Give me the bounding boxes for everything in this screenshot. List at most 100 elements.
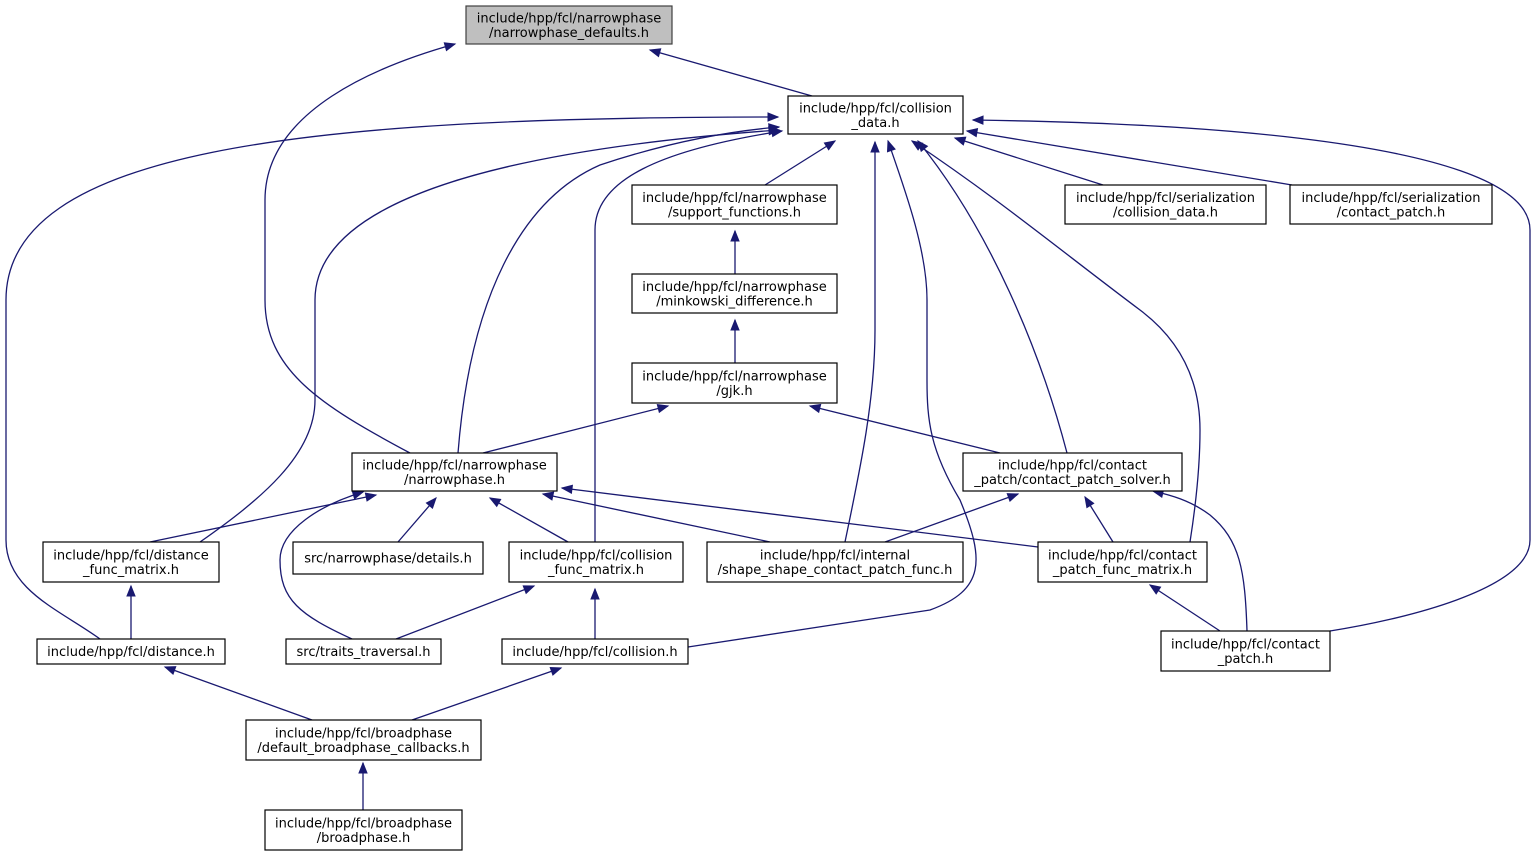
node-box [706, 541, 964, 583]
file-node-n19[interactable]: include/hpp/fcl/broadphase/broadphase.h [264, 809, 463, 851]
edge-n18-to-n16 [411, 666, 563, 721]
arrowhead [541, 491, 555, 501]
file-node-n10[interactable]: src/narrowphase/details.h [292, 541, 484, 575]
arrowhead [910, 140, 924, 151]
node-label-line: /support_functions.h [668, 205, 801, 220]
edge-n1-to-n0 [648, 48, 813, 97]
node-label-line: /narrowphase.h [404, 473, 505, 488]
file-node-n18[interactable]: include/hpp/fcl/broadphase/default_broad… [245, 719, 482, 761]
file-node-n4[interactable]: include/hpp/fcl/serialization/collision_… [1064, 184, 1267, 225]
arrowhead [767, 112, 780, 122]
arrowhead [560, 484, 574, 494]
file-node-n9[interactable]: include/hpp/fcl/distance_func_matrix.h [42, 541, 220, 583]
node-label-line: _patch_func_matrix.h [1052, 563, 1192, 578]
node-box [36, 638, 226, 665]
arrowhead [770, 127, 784, 138]
edge-n8-to-n1 [917, 139, 1068, 454]
file-node-n13[interactable]: include/hpp/fcl/contact_patch_func_matri… [1037, 541, 1208, 583]
file-node-n16[interactable]: include/hpp/fcl/collision.h [501, 638, 689, 665]
file-node-n5[interactable]: include/hpp/fcl/serialization/contact_pa… [1289, 184, 1493, 225]
node-label-line: include/hpp/fcl/narrowphase [477, 11, 662, 26]
file-node-n15[interactable]: src/traits_traversal.h [285, 638, 442, 665]
node-label-line: include/hpp/fcl/collision.h [512, 645, 677, 660]
node-label-line: include/hpp/fcl/contact [1171, 637, 1320, 652]
file-node-n17[interactable]: include/hpp/fcl/contact_patch.h [1160, 630, 1331, 672]
node-label-line: /gjk.h [716, 384, 752, 399]
edge-n18-to-n14 [163, 666, 313, 721]
node-label-line: /narrowphase_defaults.h [489, 26, 649, 41]
edge-line [649, 49, 813, 97]
edge-layer [5, 42, 1531, 810]
node-label-line: include/hpp/fcl/contact [998, 458, 1147, 473]
node-label-line: /shape_shape_contact_patch_func.h [718, 563, 953, 578]
edge-line [954, 137, 1104, 186]
arrowhead [364, 492, 378, 502]
edge-line [489, 497, 569, 543]
node-label-line: include/hpp/fcl/distance [53, 548, 208, 563]
edge-line [972, 119, 1531, 632]
edge-n13-to-n8 [1084, 495, 1114, 543]
node-label-line: src/traits_traversal.h [297, 645, 431, 660]
edge-line [764, 140, 836, 186]
node-label-line: _patch.h [1217, 652, 1274, 667]
edge-n9-to-n2 [149, 492, 378, 543]
node-label-line: _data.h [850, 116, 899, 131]
node-label-line: include/hpp/fcl/serialization [1302, 191, 1481, 206]
file-node-n0[interactable]: include/hpp/fcl/narrowphase/narrowphase_… [465, 5, 673, 45]
edge-line [844, 142, 876, 543]
arrowhead [590, 587, 600, 600]
node-box [42, 541, 220, 583]
edge-n4-to-n1 [953, 136, 1104, 186]
node-label-line: _func_matrix.h [547, 563, 644, 578]
edge-n5-to-n1 [965, 128, 1293, 186]
arrowhead [823, 140, 837, 151]
node-box [631, 273, 838, 314]
file-node-n3[interactable]: include/hpp/fcl/narrowphase/support_func… [631, 184, 838, 225]
edge-n3-to-n1 [764, 140, 837, 186]
edge-n6-to-n3 [730, 229, 740, 274]
edge-line [1152, 490, 1248, 632]
edge-line [199, 129, 780, 543]
edge-line [395, 585, 535, 640]
edge-n2-to-n7 [482, 403, 670, 454]
file-node-n1[interactable]: include/hpp/fcl/collision_data.h [787, 95, 964, 135]
file-node-n6[interactable]: include/hpp/fcl/narrowphase/minkowski_di… [631, 273, 838, 314]
arrowhead [656, 403, 670, 414]
file-node-n8[interactable]: include/hpp/fcl/contact_patch/contact_pa… [962, 452, 1183, 492]
edge-line [917, 140, 1068, 454]
file-node-n2[interactable]: include/hpp/fcl/narrowphase/narrowphase.… [351, 452, 558, 492]
node-label-line: include/hpp/fcl/narrowphase [642, 280, 827, 295]
node-label-line: /default_broadphase_callbacks.h [257, 741, 469, 756]
edge-n19-to-n18 [358, 761, 368, 810]
arrowhead [163, 666, 177, 676]
edge-n12-to-n8 [884, 493, 1020, 543]
file-node-n14[interactable]: include/hpp/fcl/distance.h [36, 638, 226, 665]
arrowhead [953, 136, 967, 146]
node-label-line: include/hpp/fcl/collision [520, 548, 673, 563]
node-label-line: include/hpp/fcl/narrowphase [642, 369, 827, 384]
edge-n11-to-n2 [488, 497, 569, 543]
arrowhead [126, 584, 136, 597]
node-label-line: /broadphase.h [317, 831, 410, 846]
node-box [1289, 184, 1493, 225]
edge-line [542, 493, 771, 543]
node-label-line: include/hpp/fcl/broadphase [275, 816, 452, 831]
arrowhead [730, 229, 740, 242]
node-label-line: _patch/contact_patch_solver.h [973, 473, 1171, 488]
arrowhead [971, 115, 984, 125]
edge-n16-to-n11 [590, 587, 600, 639]
file-node-n11[interactable]: include/hpp/fcl/collision_func_matrix.h [508, 541, 684, 583]
file-node-n7[interactable]: include/hpp/fcl/narrowphase/gjk.h [631, 362, 838, 404]
arrowhead [1148, 584, 1162, 595]
edge-n13-to-n2 [560, 484, 1039, 548]
edge-n14-to-n9 [126, 584, 136, 639]
edge-line [561, 487, 1039, 548]
edge-line [482, 405, 669, 454]
edge-line [884, 493, 1019, 543]
file-node-n12[interactable]: include/hpp/fcl/internal/shape_shape_con… [706, 541, 964, 583]
edge-n13-to-n1 [910, 140, 1201, 543]
edge-n2-to-n0 [264, 42, 457, 454]
arrowhead [522, 585, 536, 595]
edge-line [966, 130, 1293, 186]
